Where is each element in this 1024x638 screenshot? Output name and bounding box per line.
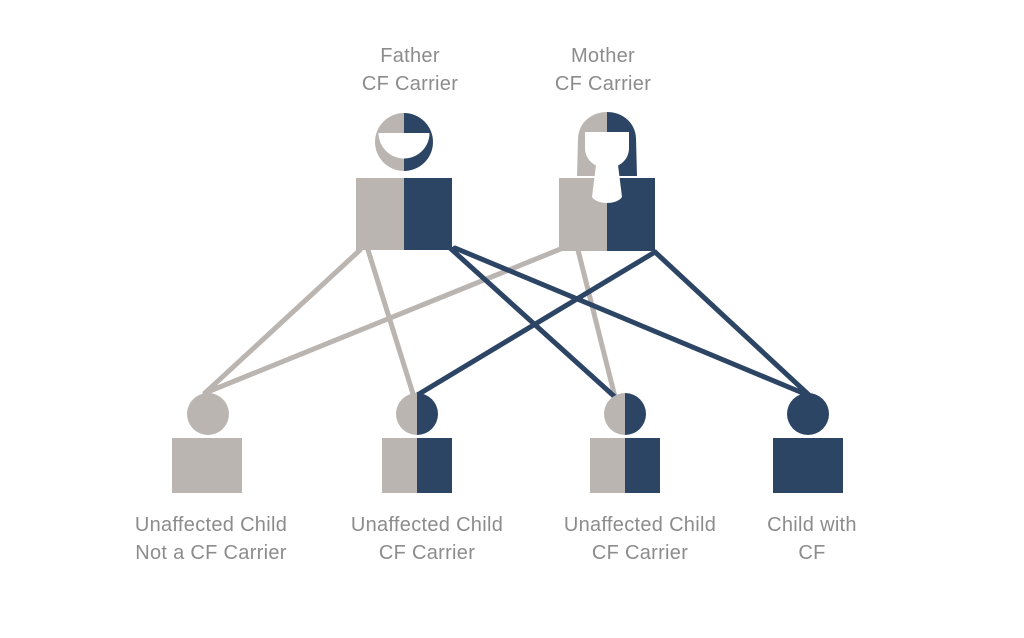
child2-label-line2: CF Carrier [378, 542, 476, 564]
child1-head [187, 393, 229, 435]
child4-label: Child with CF [692, 511, 932, 567]
mother-normal-to-child3 [575, 247, 618, 400]
child2-label: Unaffected Child CF Carrier [307, 511, 547, 567]
child4-label-line1: Child with [767, 514, 857, 536]
mother-face [585, 132, 629, 168]
father-cf-to-child3 [447, 245, 618, 400]
child2-body-cf-half [417, 438, 452, 493]
father-normal-to-child1 [202, 247, 363, 396]
child4-head [787, 393, 829, 435]
father-label: Father CF Carrier [290, 42, 530, 98]
child1-figure [172, 393, 242, 493]
child1-label-line2: Not a CF Carrier [135, 542, 287, 564]
child3-label-line2: CF Carrier [591, 542, 689, 564]
mother-neck [592, 165, 622, 203]
mother-label-line2: CF Carrier [554, 73, 652, 95]
gene-connectors [202, 245, 813, 400]
father-label-line2: CF Carrier [361, 73, 459, 95]
mother-normal-to-child1 [202, 245, 566, 396]
mother-label: Mother CF Carrier [483, 42, 723, 98]
father-body-normal-half [356, 178, 404, 250]
child3-head-left [604, 393, 625, 435]
child4-label-line2: CF [798, 542, 826, 564]
child2-figure [382, 393, 452, 493]
child2-head-right [417, 393, 438, 435]
mother-cf-to-child4 [652, 249, 813, 399]
child1-label: Unaffected Child Not a CF Carrier [91, 511, 331, 567]
child4-body [773, 438, 843, 493]
mother-label-line1: Mother [570, 45, 636, 67]
child1-body [172, 438, 242, 493]
child1-label-line1: Unaffected Child [134, 514, 288, 536]
child3-head-right [625, 393, 646, 435]
child3-label-line1: Unaffected Child [563, 514, 717, 536]
father-cf-to-child4 [452, 245, 813, 399]
child3-body-cf-half [625, 438, 660, 493]
mother-figure [559, 112, 655, 251]
child3-body-normal-half [590, 438, 625, 493]
child2-head-left [396, 393, 417, 435]
father-figure [356, 113, 452, 250]
father-normal-to-child2 [365, 247, 417, 400]
father-label-line1: Father [380, 45, 440, 67]
child4-figure [773, 393, 843, 493]
child2-body-normal-half [382, 438, 417, 493]
child2-label-line1: Unaffected Child [350, 514, 504, 536]
father-face [378, 133, 430, 159]
child3-figure [590, 393, 660, 493]
child3-label: Unaffected Child CF Carrier [520, 511, 760, 567]
mother-cf-to-child2 [411, 249, 658, 400]
father-body-cf-half [404, 178, 452, 250]
